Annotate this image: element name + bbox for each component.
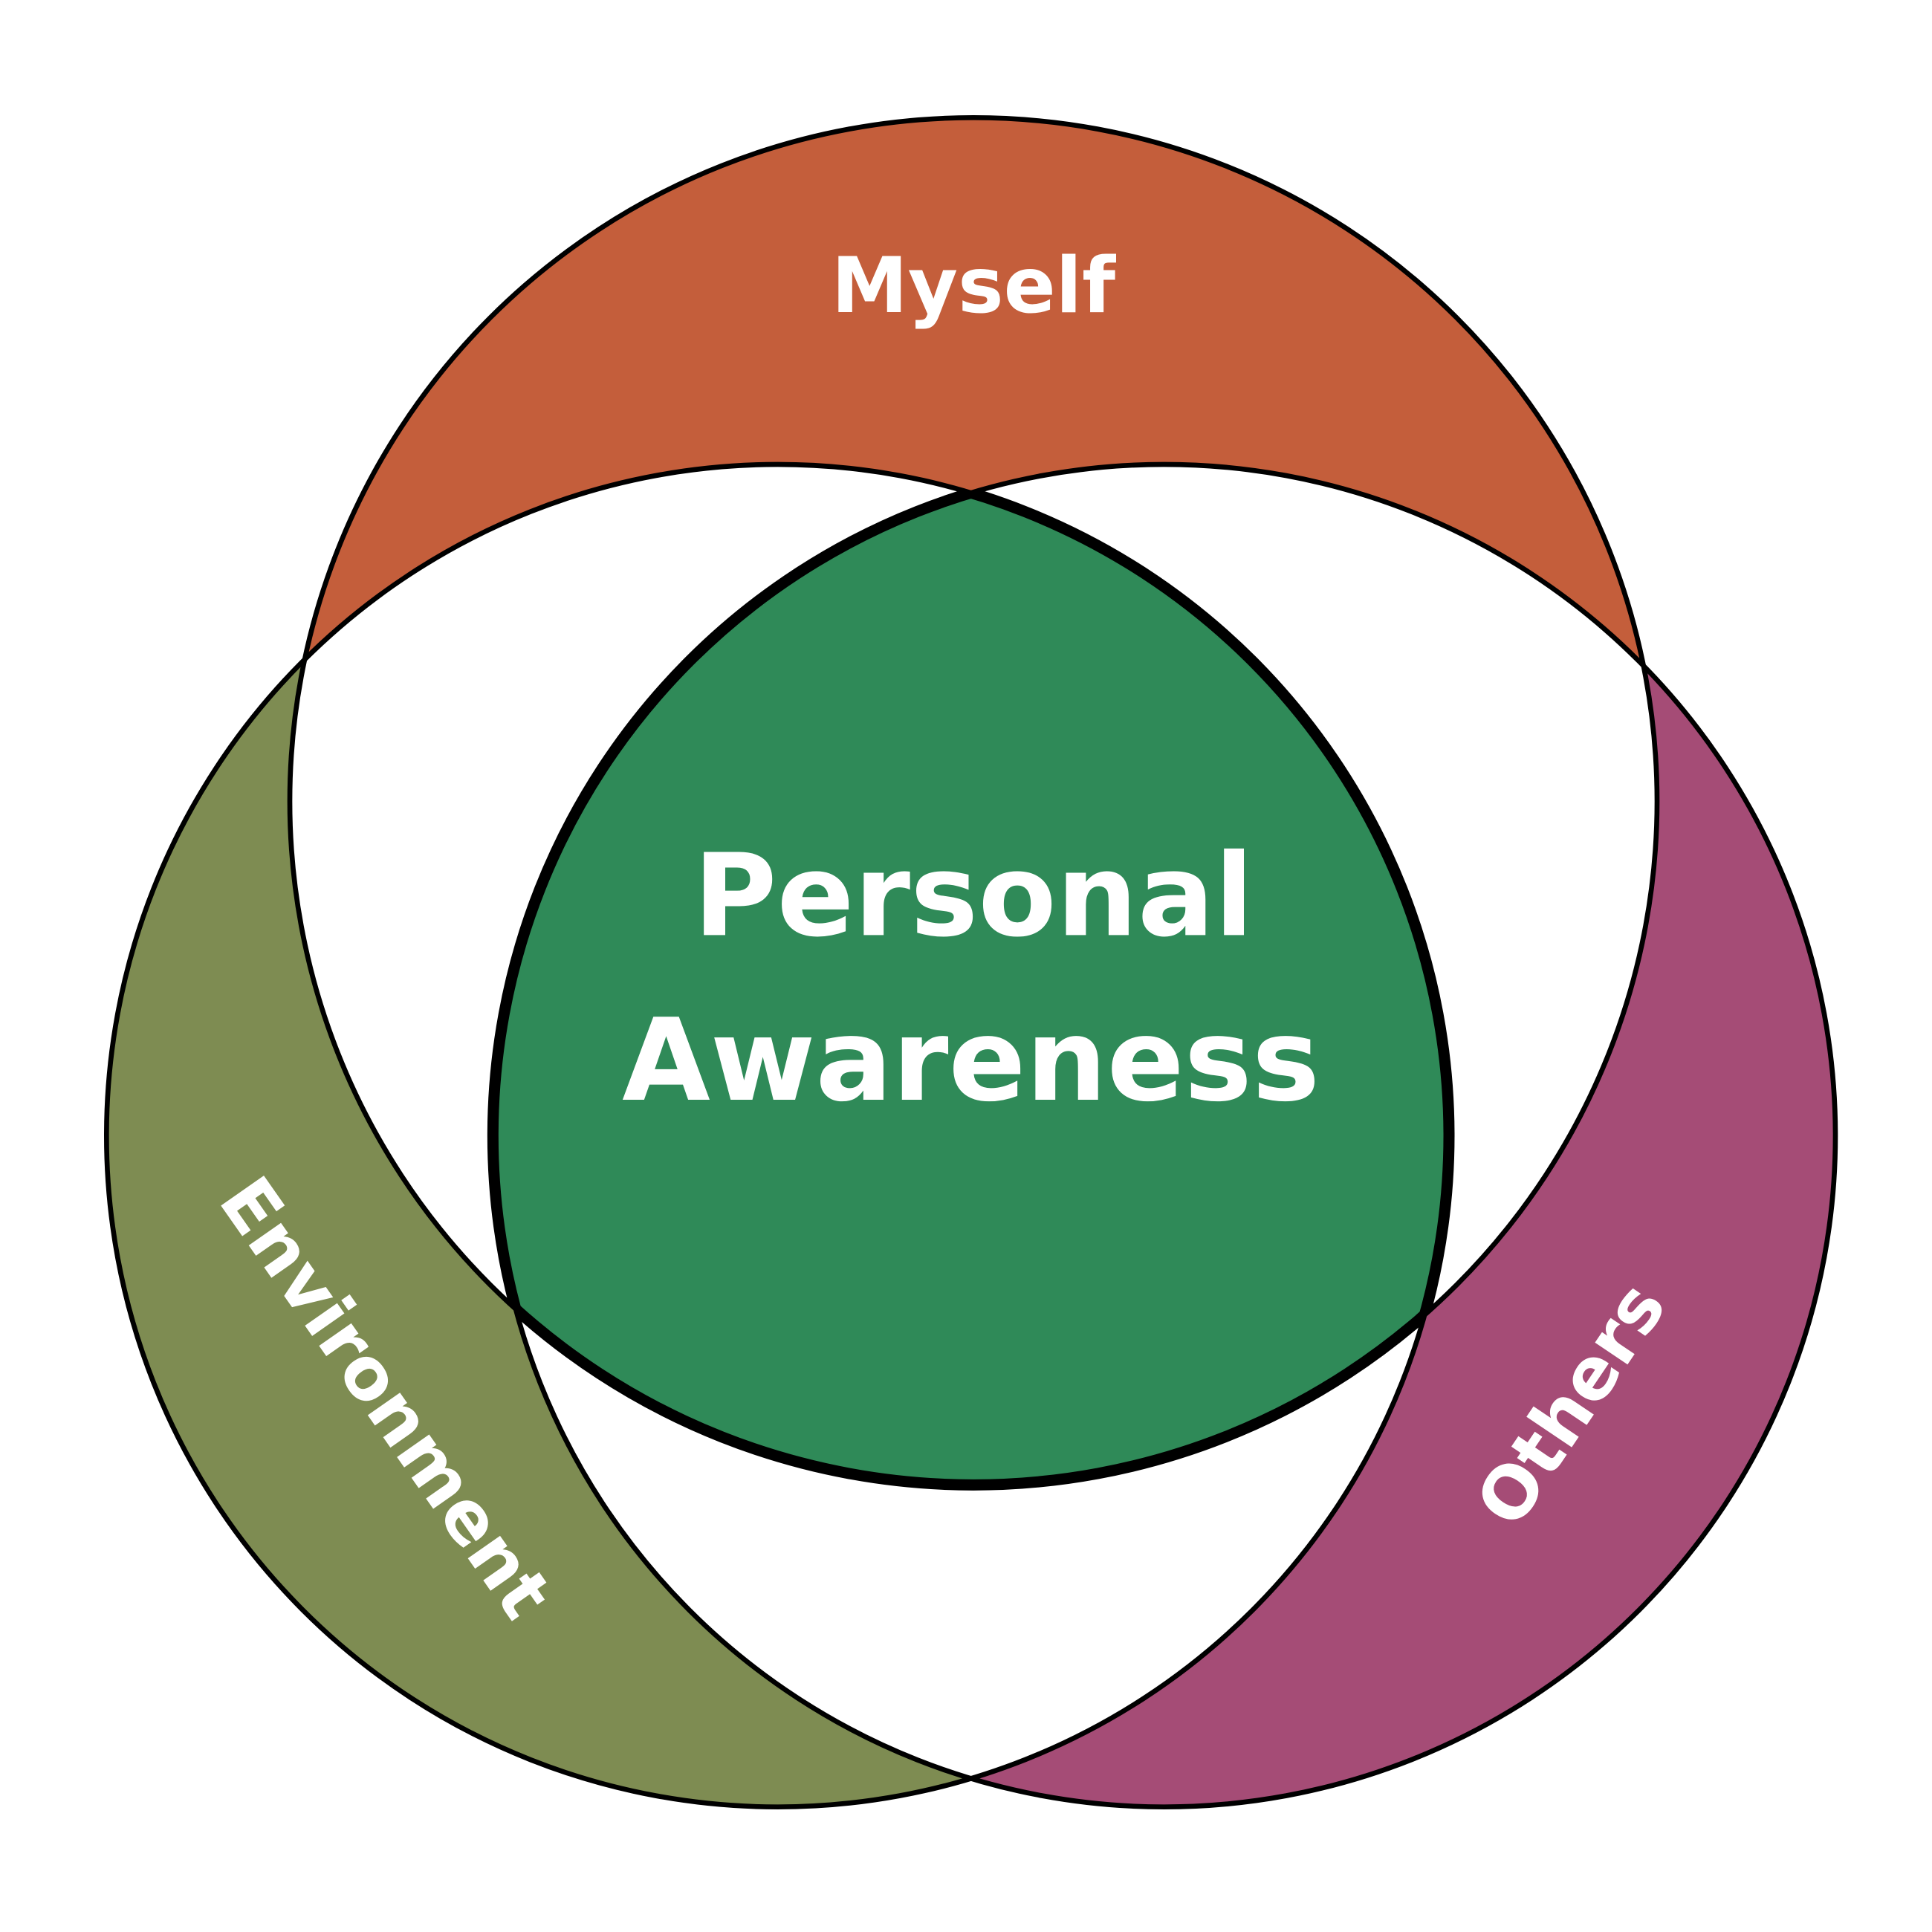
center-title-line-1: Personal: [693, 830, 1254, 962]
center-title-line-2: Awareness: [622, 995, 1320, 1127]
myself-label: Myself: [832, 242, 1116, 331]
